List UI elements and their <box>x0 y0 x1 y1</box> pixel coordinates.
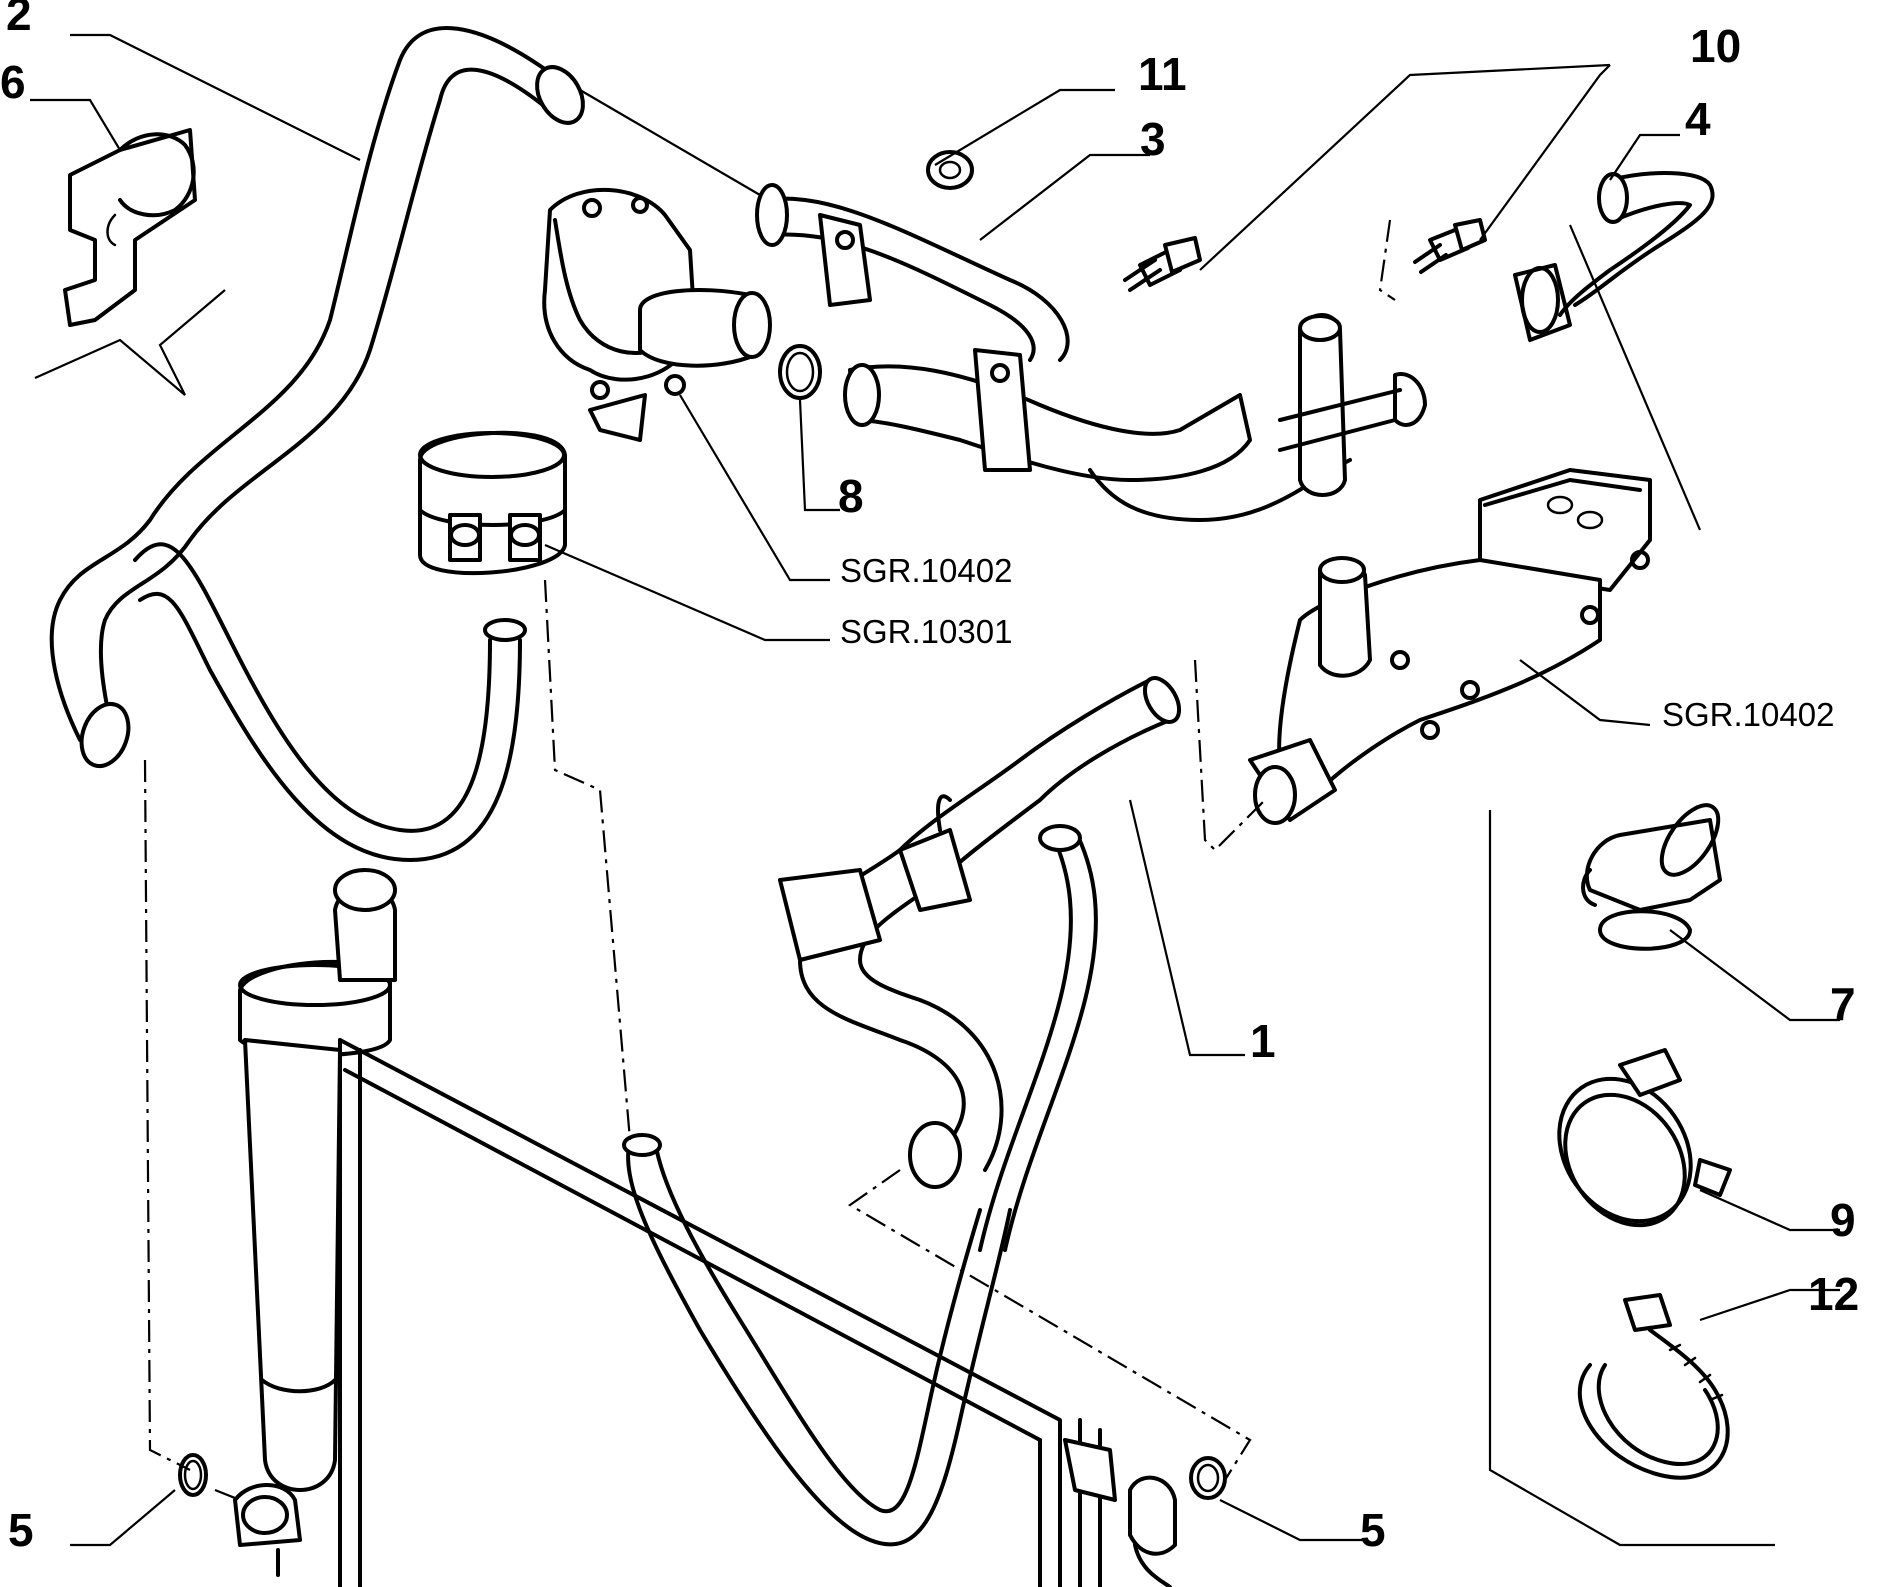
expansion-tank <box>233 868 397 1577</box>
water-pump <box>542 188 772 442</box>
callout-12: 12 <box>1808 1268 1859 1320</box>
callout-10: 10 <box>1690 20 1741 72</box>
sgr-ref-water-pump: SGR.10402 <box>840 552 1012 589</box>
air-filter-canister <box>418 430 567 576</box>
callout-8: 8 <box>838 470 864 522</box>
o-ring-5a <box>178 1453 208 1497</box>
clamp-12 <box>1577 1293 1730 1480</box>
callout-1: 1 <box>1250 1015 1276 1067</box>
hose-4 <box>1513 171 1715 342</box>
callout-7: 7 <box>1830 978 1856 1030</box>
bolt-10b <box>1413 218 1487 274</box>
kit-bracket-line <box>1488 810 1775 1547</box>
sgr-ref-thermostat: SGR.10402 <box>1662 696 1834 733</box>
hose-1 <box>778 676 1182 1252</box>
callout-4: 4 <box>1685 93 1711 145</box>
sgr-ref-air-filter: SGR.10301 <box>840 613 1012 650</box>
hose-2 <box>49 26 585 768</box>
pipe-3 <box>755 183 1427 522</box>
bolt-10a <box>1123 236 1202 292</box>
sgr-references: SGR.10402 SGR.10301 SGR.10402 <box>840 552 1834 733</box>
lower-return-hose <box>622 1133 1012 1547</box>
bracket-6 <box>63 128 197 327</box>
leader-lines <box>30 33 1840 1547</box>
callout-9: 9 <box>1830 1194 1856 1246</box>
callout-2: 2 <box>6 0 32 40</box>
connector-7 <box>1581 803 1722 951</box>
hose-branch <box>133 542 527 862</box>
clamp-9 <box>1557 1048 1732 1228</box>
radiator <box>338 1038 1177 1587</box>
callout-3: 3 <box>1140 113 1166 165</box>
view-pointer <box>34 289 226 396</box>
callout-11: 11 <box>1138 48 1187 100</box>
assembly-lines <box>143 219 1396 1502</box>
grommet-11 <box>926 150 974 190</box>
callout-6: 6 <box>0 56 26 108</box>
callout-5-right: 5 <box>1360 1504 1386 1556</box>
o-ring-5b <box>1189 1456 1227 1500</box>
thermostat-housing <box>1248 468 1652 825</box>
o-ring-8 <box>778 344 822 400</box>
callout-numbers: 2 6 11 3 10 4 8 1 7 9 12 5 5 <box>0 0 1859 1556</box>
callout-5-left: 5 <box>8 1504 34 1556</box>
